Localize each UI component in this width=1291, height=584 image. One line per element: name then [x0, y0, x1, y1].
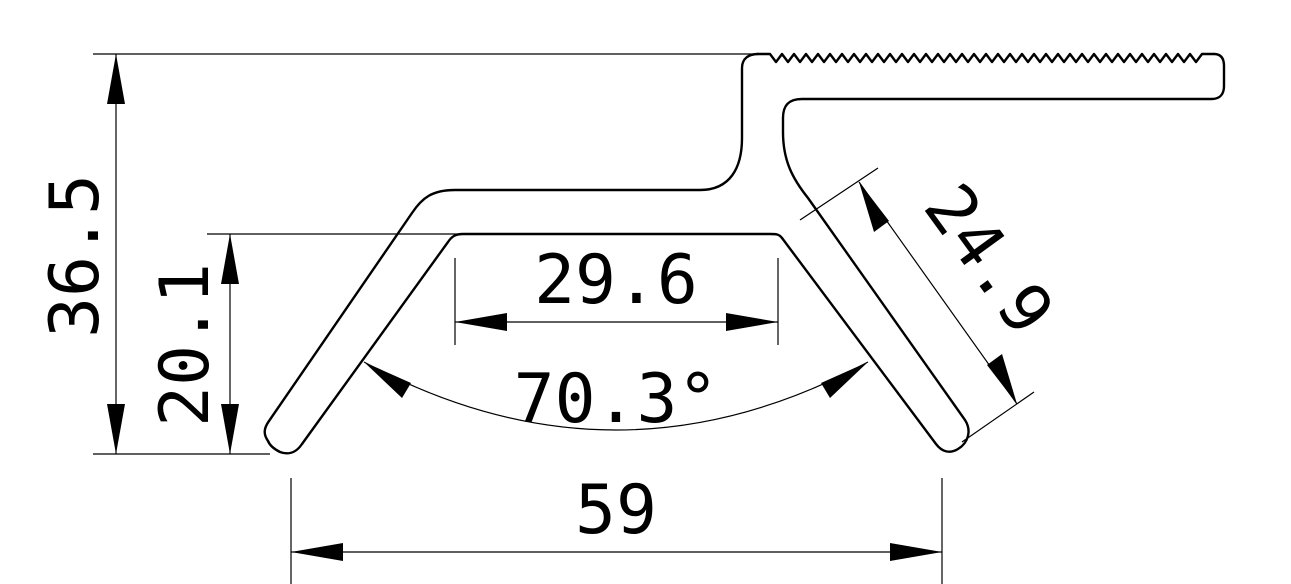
- dimension-label-inner-height: 20.1: [146, 263, 225, 427]
- profile-serrated-top: [756, 52, 1216, 64]
- dimension-base-width: 59: [290, 471, 943, 584]
- arrow-left-icon: [455, 313, 507, 331]
- arrow-up-icon: [221, 234, 239, 284]
- dimension-overall-height: 36.5: [36, 53, 758, 455]
- extension-line-wing-bottom: [961, 391, 1035, 443]
- dimension-label-angle: 70.3°: [514, 360, 719, 439]
- dimension-top-inner-width: 29.6: [454, 241, 779, 345]
- profile-inner-contour: [266, 232, 784, 455]
- dimension-label-wing-length: 24.9: [908, 170, 1068, 349]
- arrow-right-icon: [890, 543, 942, 561]
- arrow-angle-left-icon: [364, 362, 411, 398]
- arrow-left-icon: [291, 543, 343, 561]
- arrow-down-icon: [107, 404, 125, 454]
- angle-arc: [363, 361, 869, 431]
- dimension-label-top-inner-width: 29.6: [534, 241, 698, 320]
- dimension-wing-length: 24.9: [799, 167, 1068, 443]
- dimension-angle: 70.3°: [363, 360, 869, 439]
- arrow-up-left-icon: [859, 182, 889, 232]
- arrow-right-icon: [726, 313, 778, 331]
- extension-line-wing-top: [799, 167, 879, 221]
- arrow-up-icon: [107, 54, 125, 104]
- dimension-label-overall-height: 36.5: [36, 174, 115, 338]
- profile-flange-end: [780, 52, 1226, 453]
- arrow-down-right-icon: [987, 354, 1017, 404]
- aluminum-profile-outline: [263, 52, 1226, 455]
- profile-outer-contour: [263, 52, 760, 443]
- dimension-inner-height: 20.1: [146, 233, 463, 454]
- arrow-angle-right-icon: [821, 362, 868, 398]
- dimension-label-base-width: 59: [575, 471, 657, 550]
- arrow-down-icon: [221, 404, 239, 454]
